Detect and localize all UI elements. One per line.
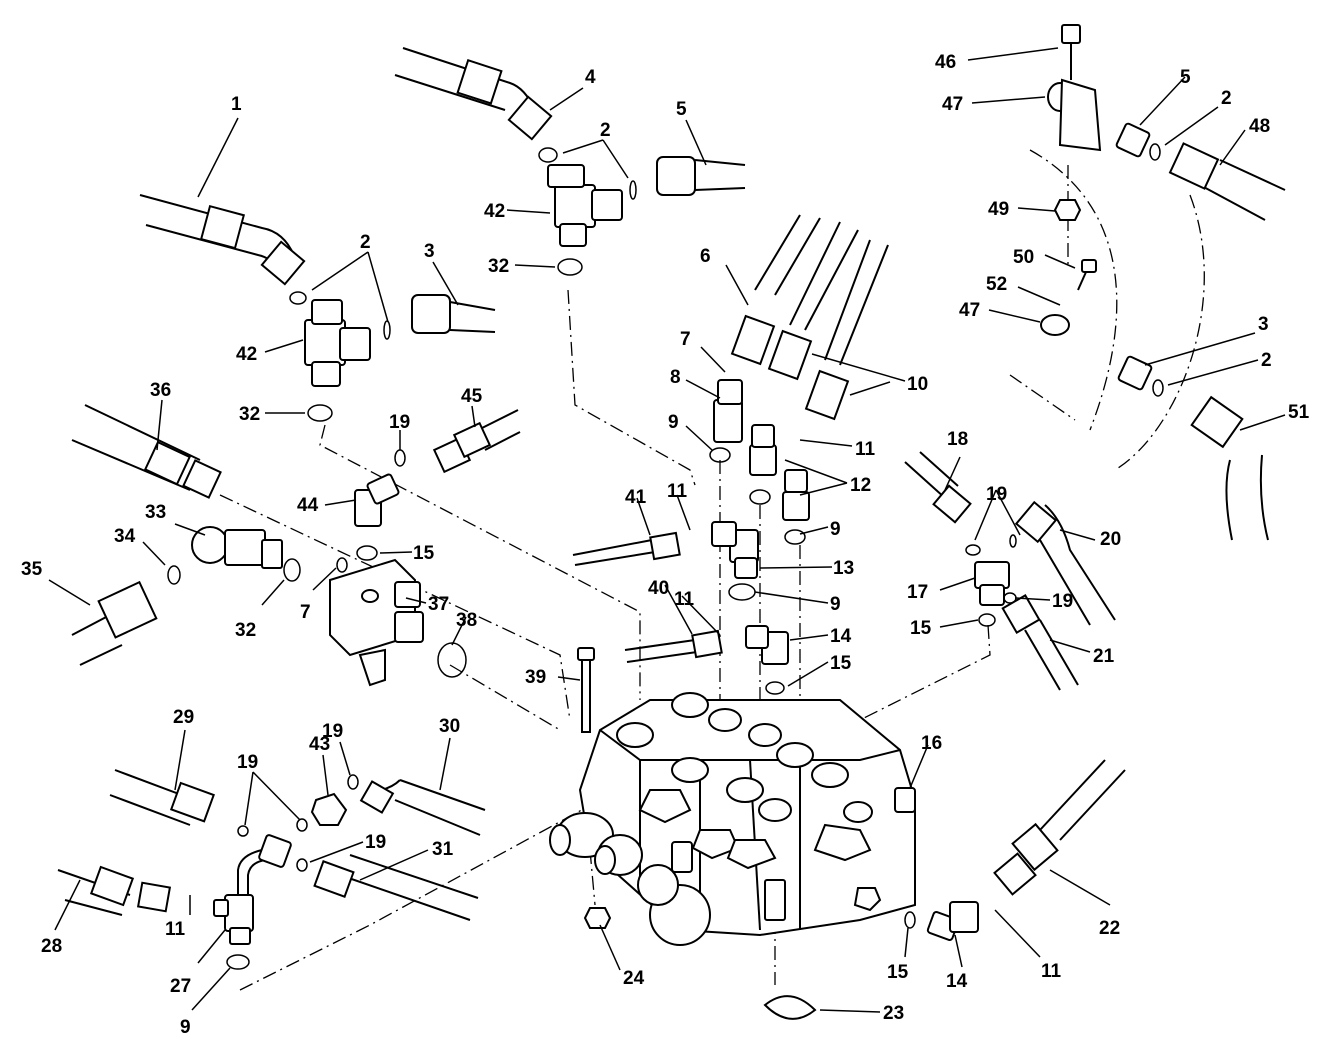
- callout-14: 14: [830, 626, 852, 647]
- callout-2: 2: [360, 232, 371, 253]
- alignment-lines: [219, 149, 1205, 991]
- callout-8: 8: [670, 367, 681, 388]
- callout-15: 15: [887, 962, 909, 983]
- callout-3: 3: [424, 241, 435, 262]
- callout-9: 9: [668, 412, 679, 433]
- callout-48: 48: [1249, 116, 1270, 137]
- callout-11: 11: [165, 919, 186, 940]
- callout-10: 10: [907, 374, 928, 395]
- callout-47: 47: [959, 300, 980, 321]
- callout-23: 23: [883, 1003, 904, 1024]
- callout-43: 43: [309, 734, 330, 755]
- callout-37: 37: [428, 594, 449, 615]
- callout-35: 35: [21, 559, 43, 580]
- callout-17: 17: [907, 582, 928, 603]
- callout-7: 7: [300, 602, 311, 623]
- callout-51: 51: [1288, 402, 1310, 423]
- callout-41: 41: [625, 487, 647, 508]
- callout-32: 32: [488, 256, 509, 277]
- fittings: [191, 24, 1153, 1020]
- callout-32: 32: [235, 620, 256, 641]
- callout-2: 2: [1261, 350, 1272, 371]
- callout-42: 42: [484, 201, 505, 222]
- callout-32: 32: [239, 404, 260, 425]
- callout-40: 40: [648, 578, 669, 599]
- callout-24: 24: [623, 968, 645, 989]
- callout-19: 19: [322, 721, 343, 742]
- callout-52: 52: [986, 274, 1007, 295]
- callout-27: 27: [170, 976, 191, 997]
- callout-44: 44: [297, 495, 319, 516]
- callout-12: 12: [850, 475, 871, 496]
- callout-49: 49: [988, 199, 1009, 220]
- callout-3: 3: [1258, 314, 1269, 335]
- callout-15: 15: [413, 543, 435, 564]
- callout-11: 11: [1041, 961, 1062, 982]
- callout-5: 5: [1180, 67, 1191, 88]
- callout-19: 19: [986, 484, 1007, 505]
- callout-7: 7: [680, 329, 691, 350]
- callout-20: 20: [1100, 529, 1121, 550]
- callout-2: 2: [1221, 88, 1232, 109]
- callout-38: 38: [456, 610, 477, 631]
- callout-14: 14: [946, 971, 968, 992]
- callout-50: 50: [1013, 247, 1034, 268]
- callout-19: 19: [365, 832, 386, 853]
- callout-1: 1: [231, 94, 242, 115]
- callout-4: 4: [585, 67, 596, 88]
- leader-lines: [48, 47, 1286, 1013]
- callout-15: 15: [830, 653, 852, 674]
- callout-36: 36: [150, 380, 171, 401]
- callout-42: 42: [236, 344, 257, 365]
- callout-21: 21: [1093, 646, 1115, 667]
- callout-45: 45: [461, 386, 483, 407]
- callout-18: 18: [947, 429, 968, 450]
- callout-19: 19: [237, 752, 258, 773]
- callout-11: 11: [667, 481, 688, 502]
- callout-labels: 1 2 3 42 4 2 5 42 32 6 7 8 10 9 11 12 36…: [21, 52, 1310, 1038]
- hoses: [57, 47, 1286, 921]
- callout-33: 33: [145, 502, 166, 523]
- callout-13: 13: [833, 558, 854, 579]
- callout-29: 29: [173, 707, 194, 728]
- callout-2: 2: [600, 120, 611, 141]
- control-valve-body: [549, 692, 916, 946]
- callout-9: 9: [830, 594, 841, 615]
- callout-19: 19: [389, 412, 410, 433]
- callout-31: 31: [432, 839, 454, 860]
- callout-30: 30: [439, 716, 460, 737]
- callout-28: 28: [41, 936, 62, 957]
- callout-19: 19: [1052, 591, 1073, 612]
- callout-11: 11: [855, 439, 876, 460]
- callout-39: 39: [525, 667, 546, 688]
- callout-9: 9: [830, 519, 841, 540]
- callout-11: 11: [674, 589, 695, 610]
- callout-15: 15: [910, 618, 932, 639]
- callout-6: 6: [700, 246, 711, 267]
- callout-9: 9: [180, 1017, 191, 1038]
- callout-46: 46: [935, 52, 956, 73]
- callout-34: 34: [114, 526, 136, 547]
- callout-16: 16: [921, 733, 942, 754]
- callout-22: 22: [1099, 918, 1120, 939]
- callout-47: 47: [942, 94, 963, 115]
- callout-5: 5: [676, 99, 687, 120]
